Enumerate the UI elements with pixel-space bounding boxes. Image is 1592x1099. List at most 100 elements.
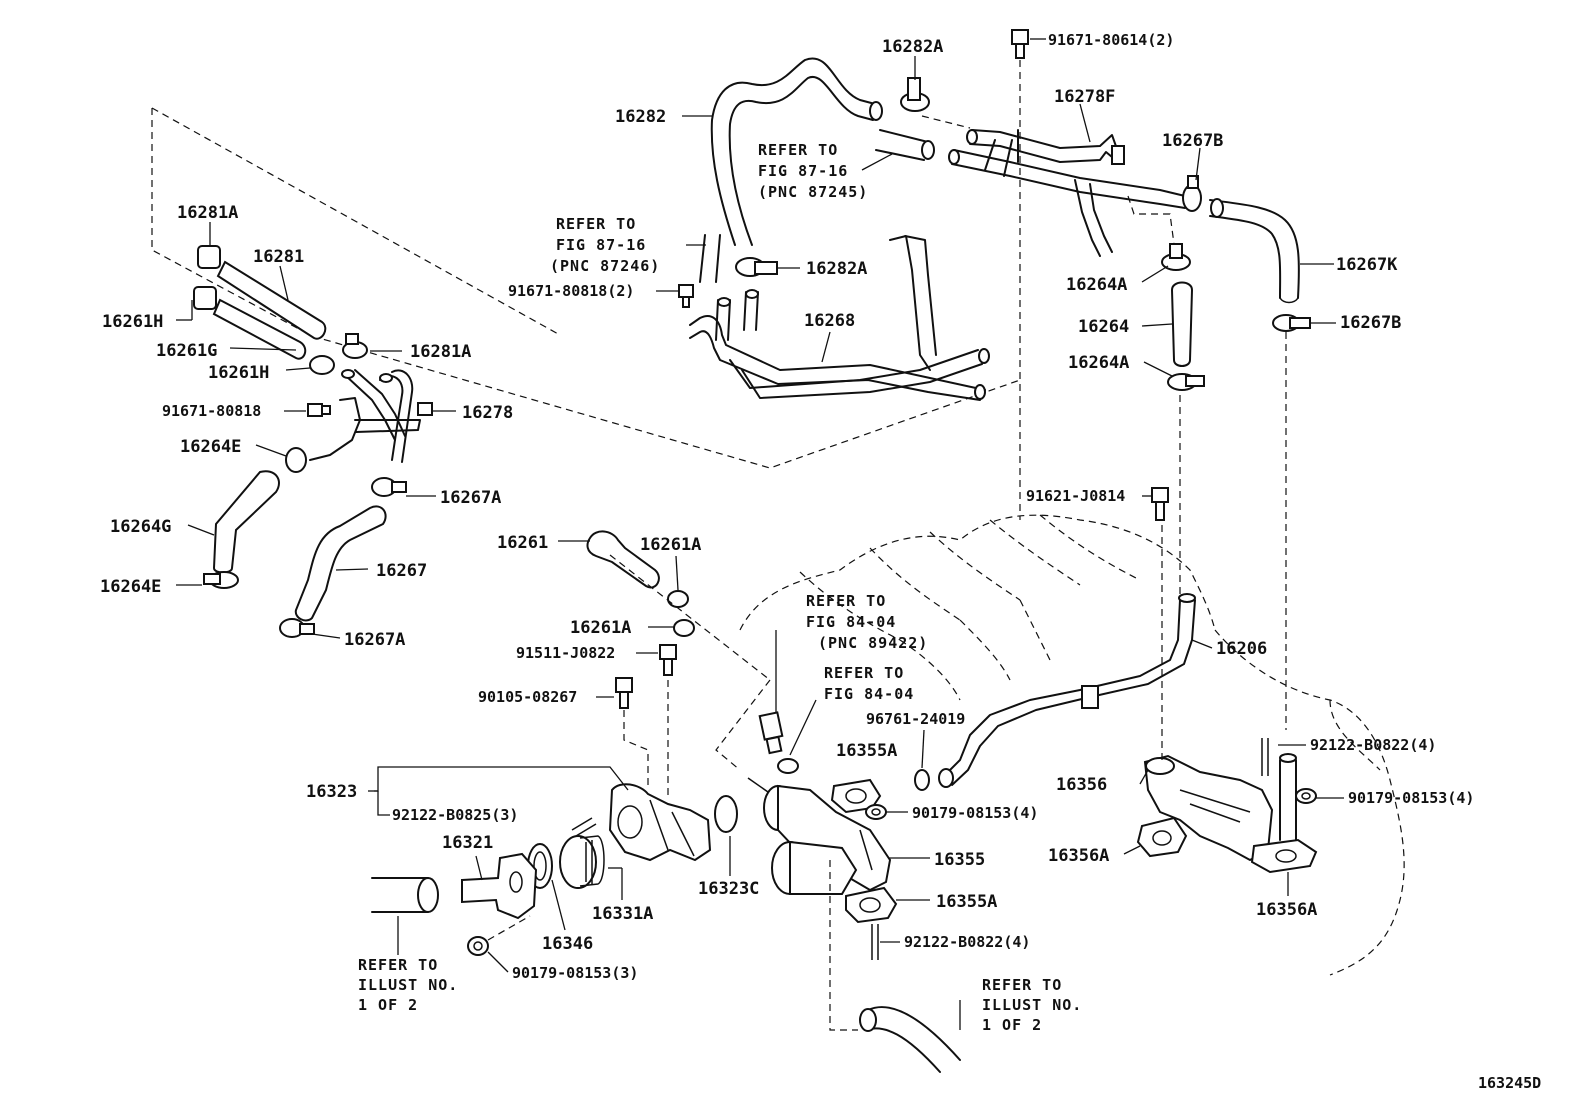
bolt-91671-80818-mid: [307, 403, 331, 417]
clamp-16264A-mid: [1167, 373, 1205, 391]
bolt-91511-J0822: [659, 644, 677, 676]
label-16331A: 16331A: [592, 904, 653, 924]
label-90179-08153-mid: 90179-08153(4): [912, 804, 1038, 822]
hose-16267K-end: [1210, 198, 1224, 218]
hose-16267K-bottom: [1279, 297, 1299, 304]
pipe-assembly-16278F: [948, 129, 1186, 257]
dash-bolt-90105: [623, 710, 649, 790]
hose-ref-illust-left: [371, 877, 429, 913]
assembly-boundary: [151, 108, 1021, 469]
svg-text:1 OF 2: 1 OF 2: [358, 996, 418, 1014]
svg-text:ILLUST NO.: ILLUST NO.: [358, 976, 458, 994]
bolt-91671-80614: [1011, 29, 1029, 59]
svg-text:REFER TO: REFER TO: [758, 141, 838, 159]
label-16267K: 16267K: [1336, 255, 1398, 275]
water-inlet-housing-16323: [608, 783, 712, 862]
label-16355A-top: 16355A: [836, 741, 897, 761]
hose-ref-87245-end: [921, 140, 935, 160]
label-16261: 16261: [497, 533, 548, 553]
note-ref-fig-84-04-pnc-89422: REFER TO FIG 84-04 (PNC 89422): [806, 592, 927, 652]
hose-ref-87245: [875, 129, 929, 161]
dash-16261-b: [715, 679, 771, 771]
clamp-16261A-top: [667, 590, 689, 608]
clamp-16267A-top: [371, 477, 407, 497]
label-16321: 16321: [442, 833, 493, 853]
clamp-16264A-top: [1161, 243, 1191, 271]
gasket-16346-inner: [533, 851, 547, 881]
bolt-91671-80818-top: [678, 284, 694, 308]
clamp-16281A-top: [197, 245, 221, 269]
label-91671-80818-top: 91671-80818(2): [508, 282, 634, 300]
hose-ref-87246: [699, 234, 721, 283]
label-16267B-mid: 16267B: [1340, 313, 1401, 333]
clamp-16267A-bot: [279, 618, 315, 638]
nut-90179-08153-right: [1295, 788, 1317, 804]
figure-id: 163245D: [1478, 1074, 1541, 1092]
note-ref-fig-84-04: REFER TO FIG 84-04: [824, 664, 914, 703]
dash-16264A: [1127, 195, 1175, 245]
label-16264G: 16264G: [110, 517, 171, 537]
leader-lines: [176, 38, 1344, 1030]
thermostat-16331A: [559, 835, 605, 889]
svg-text:REFER TO: REFER TO: [982, 976, 1062, 994]
label-16323: 16323: [306, 782, 357, 802]
intake-manifold: [739, 514, 1405, 976]
pipe-16206-bracket: [1081, 685, 1099, 709]
clamp-16261A-mid: [673, 619, 695, 637]
label-91511-J0822: 91511-J0822: [516, 644, 615, 662]
hose-16281: [216, 260, 327, 340]
nut-90179-08153-mid: [865, 804, 887, 820]
clamp-16281A-mid: [342, 333, 368, 359]
svg-text:1 OF 2: 1 OF 2: [982, 1016, 1042, 1034]
label-16261H-top: 16261H: [102, 312, 163, 332]
label-16356A-left: 16356A: [1048, 846, 1109, 866]
svg-text:FIG 84-04: FIG 84-04: [806, 613, 896, 631]
label-16278: 16278: [462, 403, 513, 423]
label-16267A-bot: 16267A: [344, 630, 405, 650]
pipe-16206: [944, 599, 1196, 786]
dash-16282A: [921, 115, 971, 129]
label-96761-24019: 96761-24019: [866, 710, 965, 728]
clamp-16282A-top: [900, 77, 930, 112]
gasket-ref-84-04: [777, 758, 799, 774]
label-16268: 16268: [804, 311, 855, 331]
pipe-16206-top: [1178, 593, 1196, 603]
label-16346: 16346: [542, 934, 593, 954]
label-91621-J0814: 91621-J0814: [1026, 487, 1125, 505]
label-16356: 16356: [1056, 775, 1107, 795]
svg-text:(PNC 87245): (PNC 87245): [758, 183, 868, 201]
sensor-ref-89422: [758, 711, 784, 755]
water-inlet-16321: [461, 852, 538, 920]
label-92122-B0822-right: 92122-B0822(4): [1310, 736, 1436, 754]
label-16267B-top: 16267B: [1162, 131, 1223, 151]
label-90105-08267: 90105-08267: [478, 688, 577, 706]
note-ref-fig-87-16-pnc-87246: REFER TO FIG 87-16 (PNC 87246): [550, 215, 660, 275]
hose-16267: [294, 505, 387, 622]
hose-16264G: [212, 470, 280, 574]
stud-92122-B0822-bot: [871, 924, 879, 960]
svg-text:FIG 84-04: FIG 84-04: [824, 685, 914, 703]
label-16281: 16281: [253, 247, 304, 267]
bolt-91621-J0814: [1151, 487, 1169, 521]
hose-16264: [1170, 281, 1194, 367]
svg-text:ILLUST NO.: ILLUST NO.: [982, 996, 1082, 1014]
note-ref-fig-87-16-pnc-87245: REFER TO FIG 87-16 (PNC 87245): [758, 141, 868, 201]
dash-16261: [609, 554, 771, 681]
label-90179-08153-bot: 90179-08153(3): [512, 964, 638, 982]
svg-text:(PNC 87246): (PNC 87246): [550, 257, 660, 275]
label-16282A-mid: 16282A: [806, 259, 867, 279]
svg-text:REFER TO: REFER TO: [358, 956, 438, 974]
label-90179-08153-right: 90179-08153(4): [1348, 789, 1474, 807]
hose-16261G: [212, 298, 307, 360]
label-16278F: 16278F: [1054, 87, 1115, 107]
clamp-16264E-top: [285, 447, 307, 473]
label-16267: 16267: [376, 561, 427, 581]
label-91671-80818-mid: 91671-80818: [162, 402, 261, 420]
label-16281A-mid: 16281A: [410, 342, 471, 362]
dash-nut-90179: [487, 915, 531, 941]
note-ref-illust-1-of-2-bottom: REFER TO ILLUST NO. 1 OF 2: [982, 976, 1082, 1034]
hose-ref-illust-left-end: [417, 877, 439, 913]
hose-16282: [710, 57, 876, 246]
svg-text:REFER TO: REFER TO: [806, 592, 886, 610]
